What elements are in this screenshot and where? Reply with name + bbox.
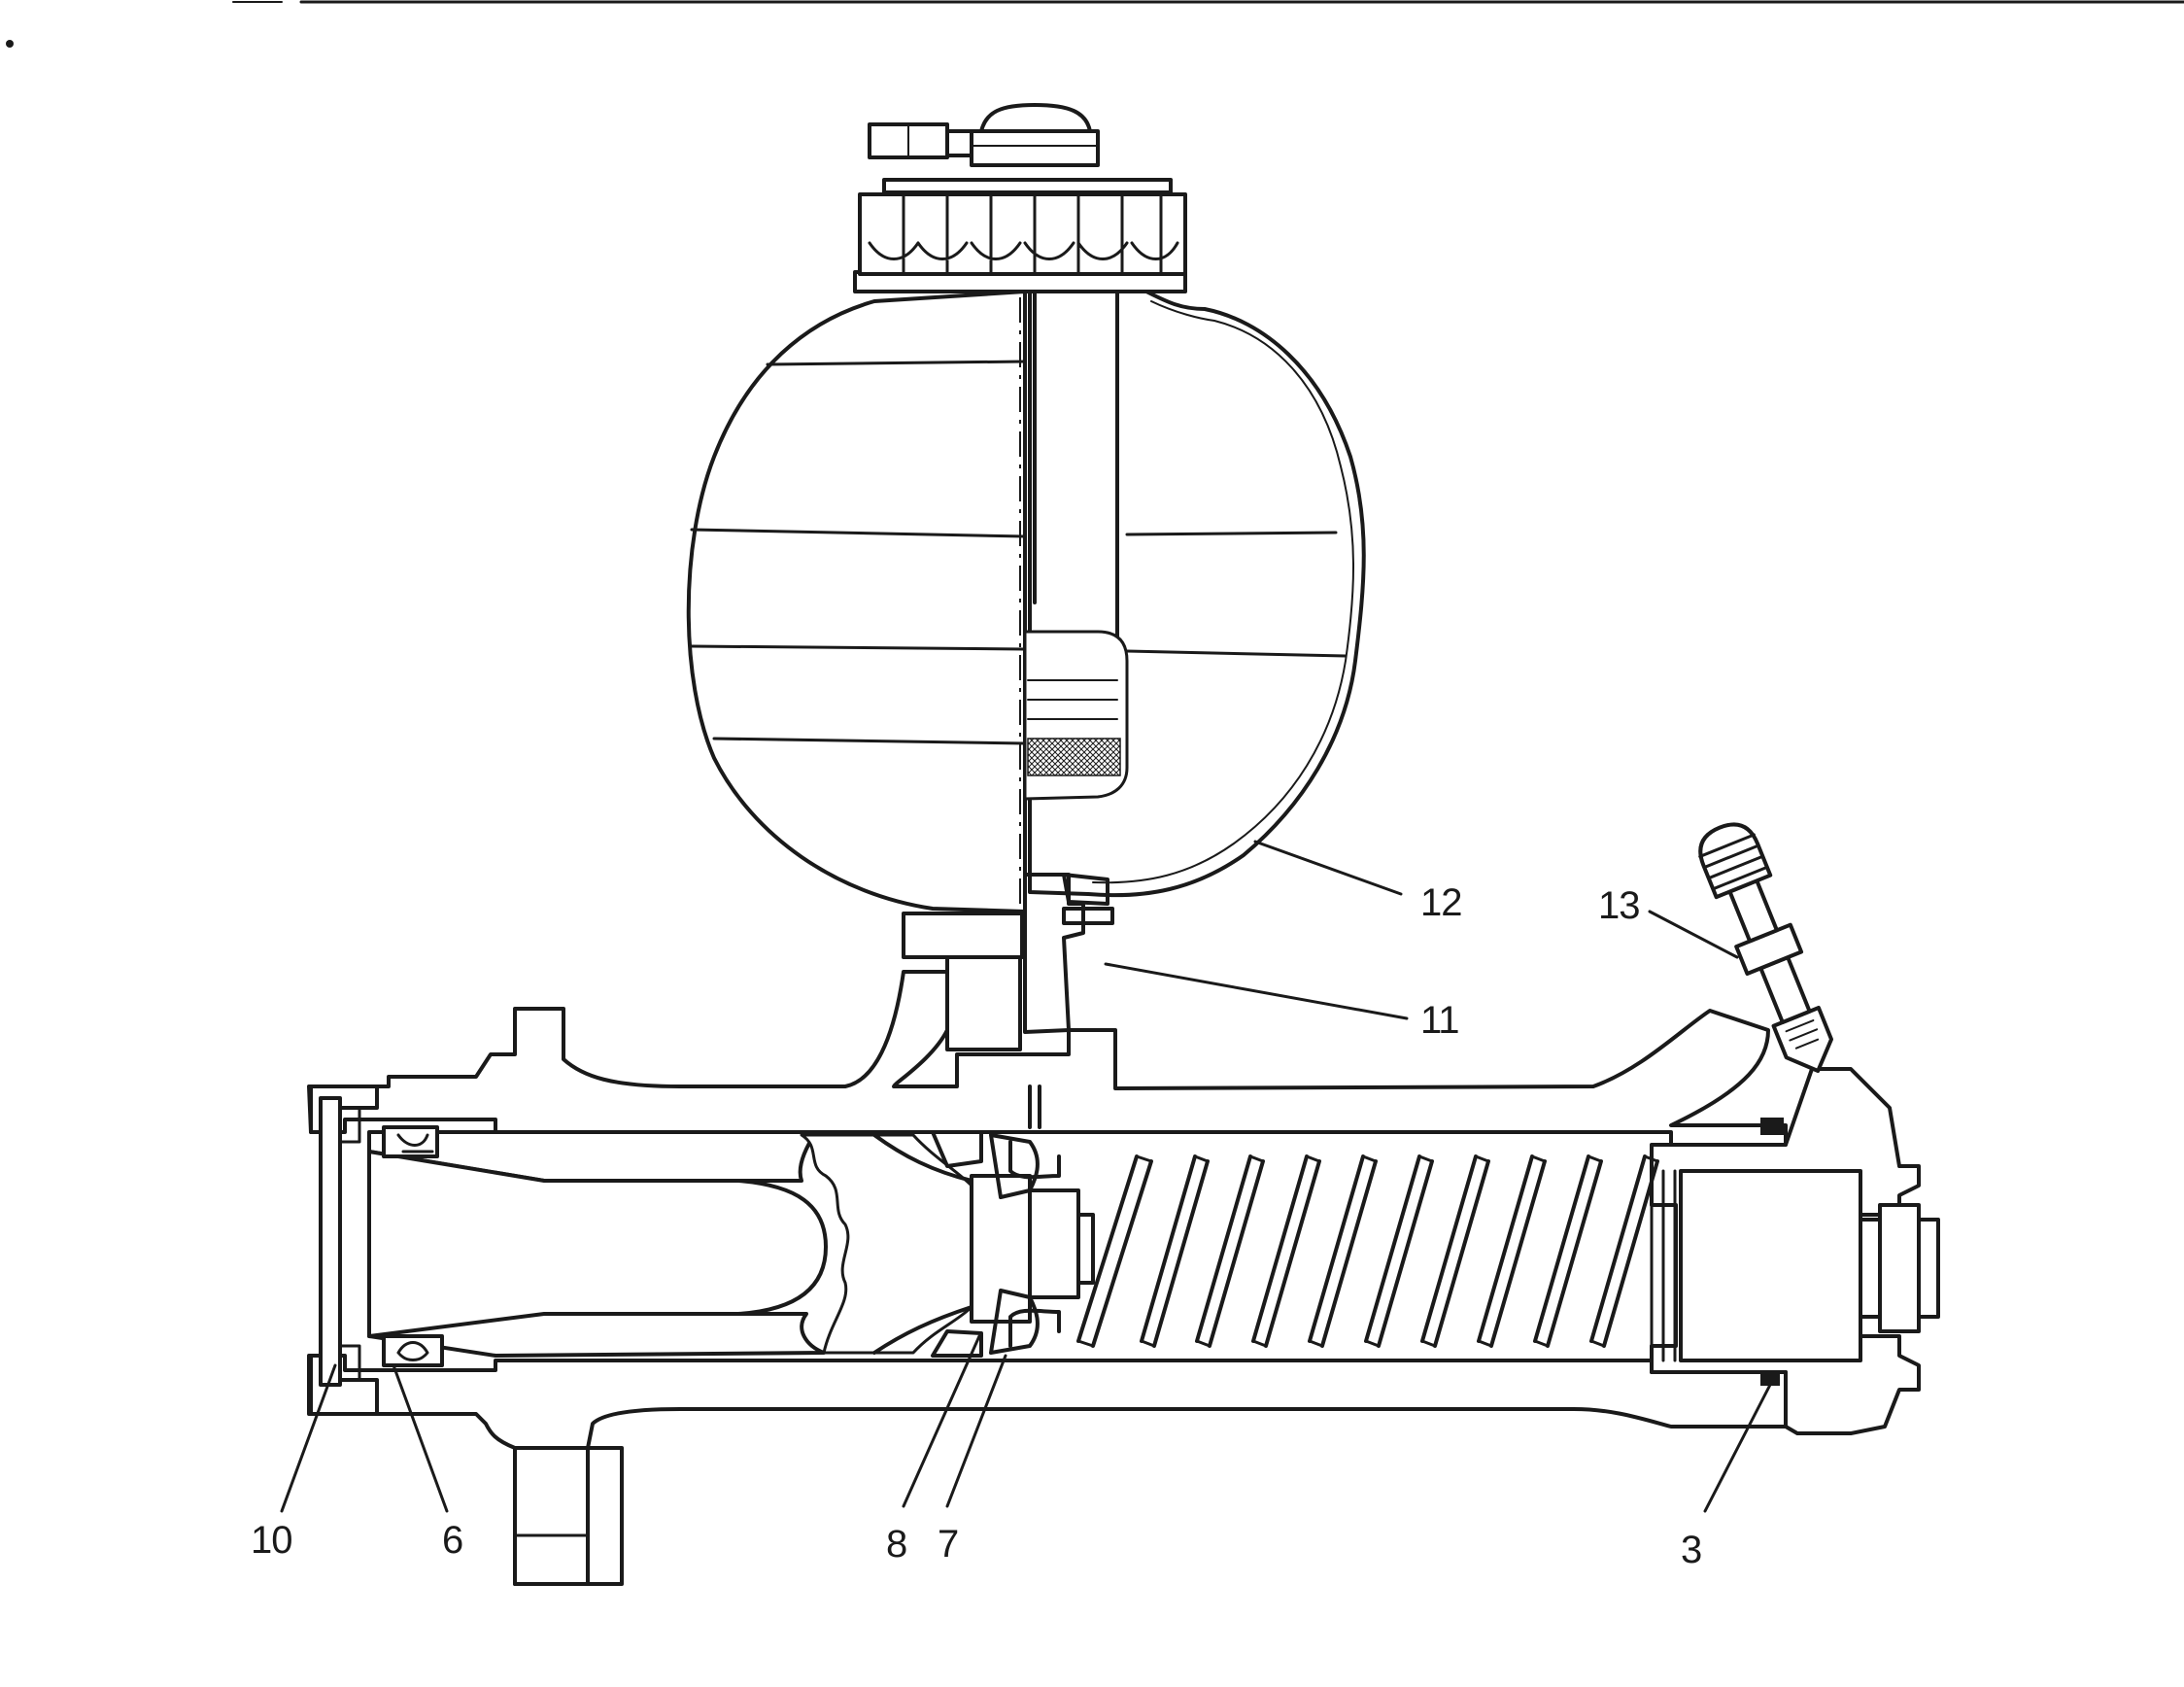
o-ring-upper (1760, 1118, 1784, 1135)
piston-head (970, 1174, 1032, 1324)
bleed-screw-cap (1698, 822, 1773, 900)
spring-seat-nose (1076, 1213, 1095, 1285)
scan-speck (6, 40, 14, 48)
spring-seat (1028, 1188, 1080, 1299)
leader-3 (1703, 1383, 1772, 1513)
leader-6 (392, 1363, 449, 1513)
callout-labels: 10 6 8 7 3 11 12 13 (251, 881, 1702, 1571)
reservoir-rib-2 (690, 528, 1027, 538)
callout-3: 3 (1681, 1529, 1701, 1571)
callout-10: 10 (251, 1519, 292, 1562)
reservoir-seal (1062, 873, 1114, 925)
reservoir-right-rib-1 (1125, 531, 1338, 536)
feed-port (1028, 1084, 1041, 1129)
retaining-clip-upper-detail (396, 1133, 434, 1153)
spring-coil-ends (1076, 1154, 1659, 1348)
piston-neck (872, 1133, 973, 1355)
callout-8: 8 (886, 1523, 906, 1566)
leader-12 (1253, 840, 1403, 896)
level-switch-dome (979, 103, 1092, 133)
callout-12: 12 (1420, 881, 1462, 924)
reservoir-cap-knurls (868, 192, 1179, 276)
end-seal-ring (319, 1096, 342, 1387)
piston-head-cut (931, 1130, 983, 1358)
strainer-mesh (1027, 738, 1121, 776)
end-plug (1650, 1067, 1940, 1435)
callout-6: 6 (442, 1519, 462, 1562)
bleed-screw (1698, 822, 1834, 1073)
reservoir-standpipe (1023, 290, 1119, 906)
reservoir-rib-4 (712, 737, 1027, 745)
cylinder-body (307, 970, 1788, 1586)
mounting-flange-foot (513, 1446, 590, 1586)
cylinder-lower-wall (309, 1354, 1788, 1586)
piston-assembly (367, 1084, 1095, 1367)
reservoir-right-shell-inner (1092, 300, 1355, 884)
end-seal-ring-inner (338, 1106, 361, 1382)
strainer-bands (1027, 679, 1118, 720)
callout-7: 7 (938, 1523, 958, 1566)
piston-lower (367, 1312, 826, 1358)
reservoir-right-shell (1028, 290, 1366, 898)
spring-coils (1076, 1154, 1659, 1348)
reservoir-rib-1 (766, 360, 1027, 366)
leader-lines (280, 840, 1772, 1513)
end-plug-core (1679, 1169, 1862, 1362)
reservoir-neck-nut (902, 912, 1024, 959)
reservoir-cap (858, 192, 1187, 276)
level-switch-connector (868, 122, 973, 159)
reservoir-neck (945, 955, 1022, 1051)
leader-13 (1648, 910, 1739, 959)
spring-seat-flange (1008, 1140, 1061, 1348)
reservoir-left-shell (686, 290, 1027, 913)
pushrod-bore (367, 1150, 828, 1338)
cylinder-upper-wall (309, 970, 1788, 1147)
reservoir-rib-3 (690, 644, 1027, 651)
callout-13: 13 (1598, 884, 1640, 927)
end-plug-nose-step (1878, 1203, 1921, 1333)
o-ring-lower (1760, 1372, 1780, 1386)
return-spring (1076, 1154, 1659, 1348)
callout-11: 11 (1420, 999, 1459, 1042)
leader-10 (280, 1363, 337, 1513)
level-switch-body (970, 129, 1100, 167)
bleed-screw-cap-ribs (1698, 833, 1769, 891)
level-switch-details (907, 123, 1099, 158)
retaining-clip-lower-detail (396, 1341, 429, 1361)
leader-8 (902, 1334, 981, 1508)
reservoir-neck-cut (1023, 873, 1085, 1034)
reservoir-right-rib-2 (1125, 649, 1348, 658)
leader-11 (1104, 962, 1409, 1020)
reservoir (686, 103, 1366, 1051)
retaining-clip-lower (382, 1334, 444, 1367)
end-plug-threads (1650, 1169, 1677, 1362)
leader-7 (945, 1354, 1007, 1508)
reservoir-cap-top (882, 178, 1173, 194)
bleed-screw-thread (1785, 1019, 1820, 1050)
